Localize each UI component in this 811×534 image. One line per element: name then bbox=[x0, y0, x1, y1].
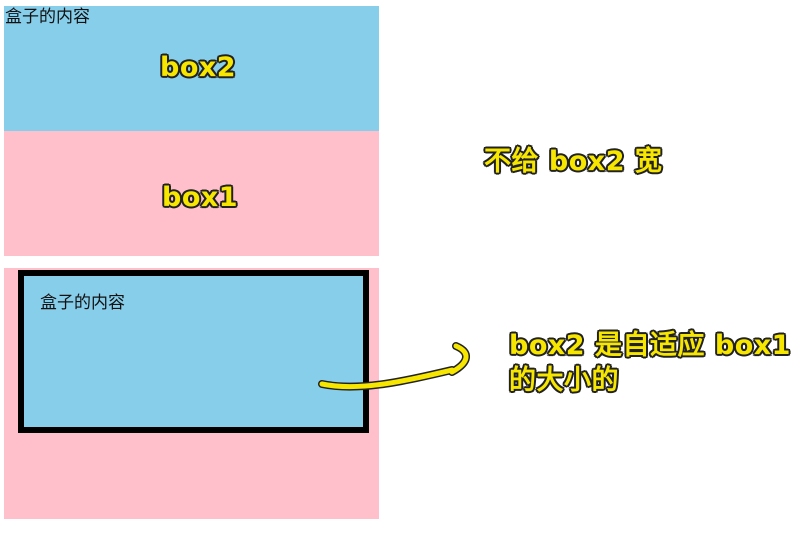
top-box2: 盒子的内容 bbox=[4, 6, 379, 131]
note-no-width: 不给 box2 宽 bbox=[484, 146, 663, 177]
top-box1: 盒子的内容 bbox=[4, 6, 379, 256]
note-adaptive: box2 是自适应 box1 的大小的 bbox=[509, 330, 791, 397]
top-box1-label: box1 bbox=[162, 182, 239, 213]
top-box2-label: box2 bbox=[160, 52, 237, 83]
bottom-box1: 盒子的内容 bbox=[4, 268, 379, 519]
bottom-box2-content-text: 盒子的内容 bbox=[40, 293, 125, 313]
bottom-box2: 盒子的内容 bbox=[18, 270, 369, 433]
top-box2-content-text: 盒子的内容 bbox=[5, 7, 90, 27]
